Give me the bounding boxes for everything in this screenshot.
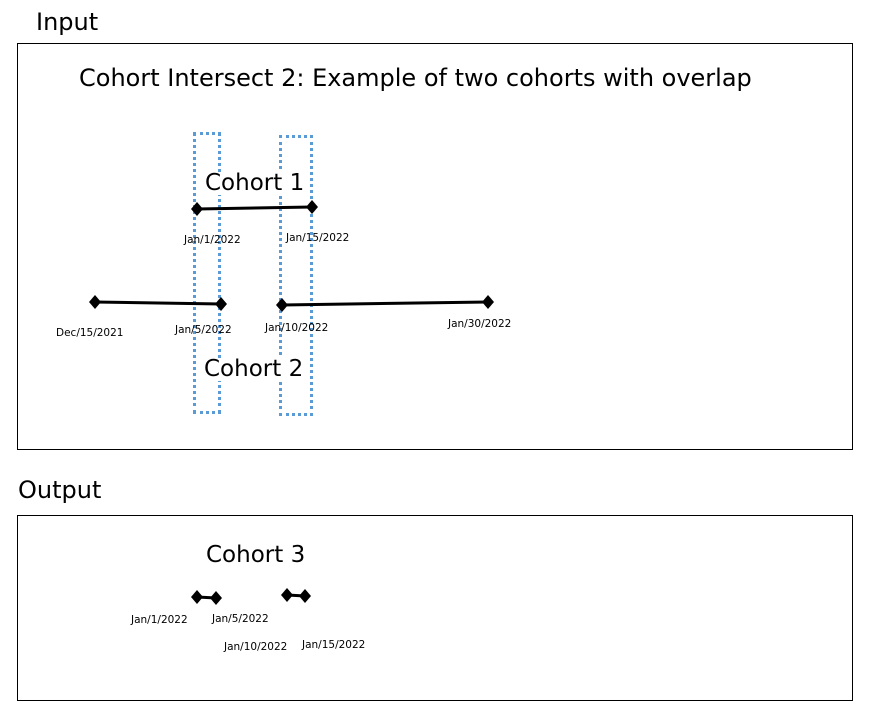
cohort-2-b-start-date: Jan/10/2022 xyxy=(265,322,329,334)
cohort-1-end-marker xyxy=(306,200,318,214)
cohort-2-period-a xyxy=(94,300,222,306)
cohort-1-end-date: Jan/15/2022 xyxy=(286,232,350,244)
overlap-box-1 xyxy=(193,132,221,414)
cohort-1-start-date: Jan/1/2022 xyxy=(184,234,241,246)
overlap-box-2 xyxy=(279,135,313,416)
cohort-1-start-marker xyxy=(191,202,203,216)
cohort-3-a-start-date: Jan/1/2022 xyxy=(131,614,188,626)
cohort-3-a-start-marker xyxy=(191,590,203,604)
input-panel xyxy=(17,43,853,450)
cohort-2-b-end-marker xyxy=(482,295,494,309)
cohort-1-label: Cohort 1 xyxy=(205,170,305,196)
cohort-2-b-end-date: Jan/30/2022 xyxy=(448,318,512,330)
cohort-2-a-start-marker xyxy=(89,295,101,309)
cohort-3-b-start-date: Jan/10/2022 xyxy=(224,641,288,653)
input-section-label: Input xyxy=(36,8,99,36)
cohort-2-a-start-date: Dec/15/2021 xyxy=(56,327,124,339)
cohort-2-period-b xyxy=(281,300,489,307)
cohort-3-a-end-marker xyxy=(210,591,222,605)
cohort-3-b-end-marker xyxy=(299,589,311,603)
cohort-3-b-start-marker xyxy=(281,588,293,602)
cohort-3-b-end-date: Jan/15/2022 xyxy=(302,639,366,651)
cohort-3-a-end-date: Jan/5/2022 xyxy=(212,613,269,625)
output-section-label: Output xyxy=(18,476,102,504)
cohort-2-label: Cohort 2 xyxy=(204,356,304,382)
input-title: Cohort Intersect 2: Example of two cohor… xyxy=(79,64,752,92)
cohort-2-b-start-marker xyxy=(276,298,288,312)
cohort-3-label: Cohort 3 xyxy=(206,542,306,568)
cohort-1-period xyxy=(196,205,313,211)
cohort-2-a-end-date: Jan/5/2022 xyxy=(175,324,232,336)
cohort-2-a-end-marker xyxy=(215,297,227,311)
output-panel xyxy=(17,515,853,701)
